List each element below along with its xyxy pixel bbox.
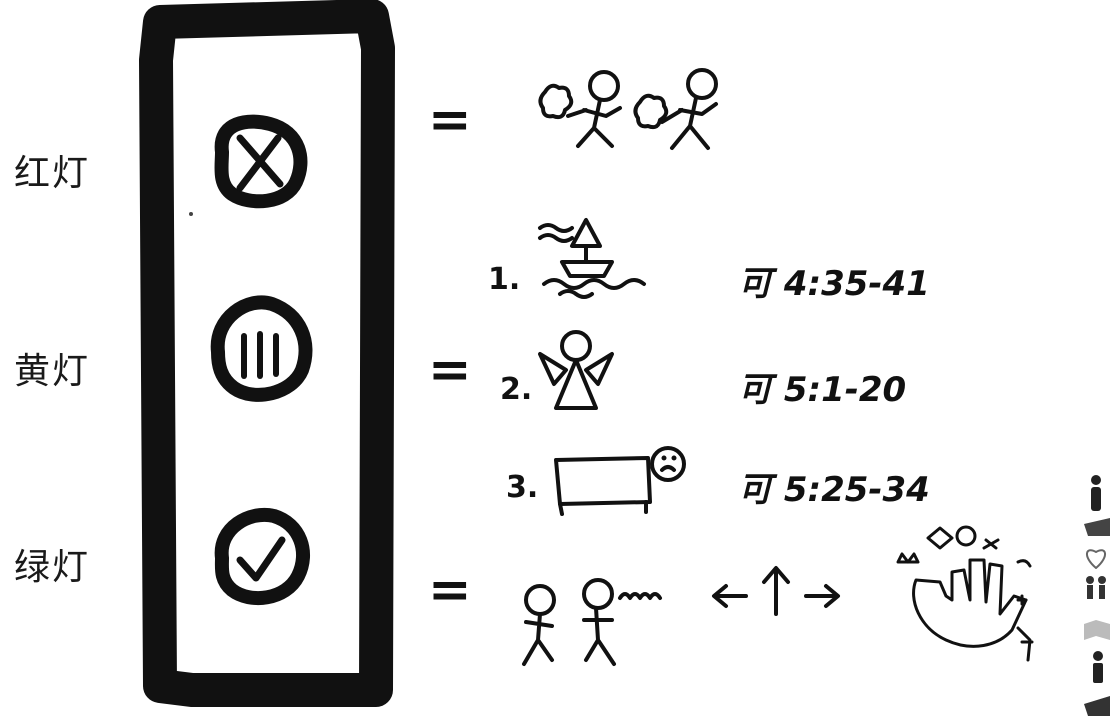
three-bars-icon [218,302,306,395]
two-stick-figures-talking-icon [524,580,660,664]
check-mark-icon [222,515,303,598]
group-icon [1086,576,1106,599]
x-mark-icon [221,122,300,202]
angel-figure-icon [540,332,612,408]
left-up-right-arrows-icon [714,568,838,614]
two-stick-figures-with-flowers-icon [540,70,716,148]
boat-in-storm-icon [540,220,644,297]
stray-dot [189,212,193,216]
hands-icon [1084,696,1110,716]
hand-with-symbols-icon [898,527,1032,660]
bed-with-sad-face-icon [556,448,684,514]
person-icon [1091,475,1101,511]
open-book-icon [1084,620,1110,640]
speaker-icon [1093,651,1103,683]
heart-icon [1087,550,1105,568]
handshake-icon [1084,518,1110,536]
